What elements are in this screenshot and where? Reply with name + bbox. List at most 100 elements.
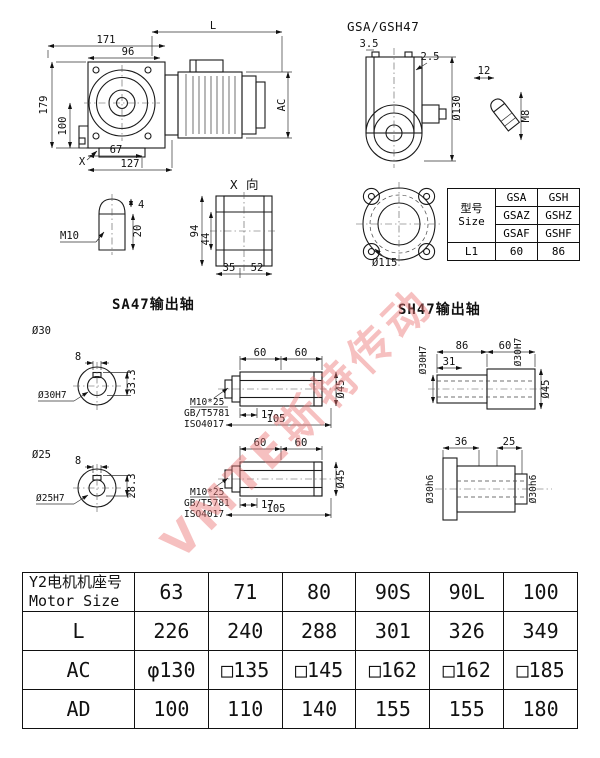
dim-d130: Ø130	[451, 95, 463, 120]
dim-X: X	[79, 156, 86, 168]
AD-value: 155	[429, 689, 505, 729]
dim-171: 171	[97, 34, 116, 46]
size-table-row: L1 60 86	[447, 242, 580, 261]
sa47-shaft2-dim60a: 60	[254, 437, 267, 449]
x-view-title: X 向	[230, 177, 259, 192]
sa47-shaft2-bolt3: ISO4017	[184, 509, 224, 520]
size-table: 型号 Size GSA GSH GSAZ GSHZ GSAF GSHF L1 6…	[447, 188, 580, 261]
size-cell-gshf: GSHF	[537, 224, 580, 243]
label-m10: M10	[60, 230, 79, 242]
dim-20: 20	[132, 225, 144, 238]
L-value: 326	[429, 611, 505, 651]
side-view-title: GSA/GSH47	[347, 19, 419, 34]
motor-size-value: 100	[503, 572, 578, 612]
sh47-dim31: 31	[443, 356, 456, 368]
sa47-bore30-fit: Ø30H7	[38, 390, 67, 401]
sa47-shaft1-dim105: 105	[267, 413, 286, 425]
table-row-L: L 226 240 288 301 326 349	[22, 611, 578, 651]
dim-67: 67	[110, 144, 123, 156]
sa47-shaft-view-2: 60 60 17 105 Ø45 M10*25 GB/T5781 ISO4017	[184, 437, 347, 520]
m10-bolt-detail: 4 20 M10	[60, 194, 144, 255]
sa47-bore25-fit: Ø25H7	[36, 493, 65, 504]
row-label-AD: AD	[22, 689, 135, 729]
size-cell-l1-gsh: 86	[537, 242, 580, 261]
front-view-dimensions: L 171 96 179 100 AC 67 X 127	[38, 20, 292, 173]
sa47-bore25-keyw: 8	[75, 455, 81, 467]
sh47-dim25: 25	[503, 436, 516, 448]
sa47-bore30-label: Ø30	[32, 325, 51, 337]
dim-127: 127	[121, 158, 140, 170]
sa47-shaft-view-1: 60 60 17 105 Ø45 M10*25 GB/T5781 ISO4017	[184, 347, 347, 430]
size-table-row: 型号 Size GSA GSH	[447, 188, 580, 243]
sa47-shaft1-dim60b: 60	[295, 347, 308, 359]
motor-size-value: 90S	[355, 572, 431, 612]
dim-d115: Ø115	[372, 257, 397, 269]
sa47-shaft1-bolt3: ISO4017	[184, 419, 224, 430]
dim-4: 4	[138, 199, 144, 211]
dim-96: 96	[122, 46, 135, 58]
sa47-shaft1-bolt1: M10*25	[190, 397, 224, 408]
L-value: 349	[503, 611, 578, 651]
AD-value: 180	[503, 689, 578, 729]
sh47-fit-right: Ø30H7	[513, 338, 524, 367]
sh47-section: SH47输出轴 86 60 31 Ø30H7 Ø30H7 Ø45 36	[398, 301, 552, 521]
motor-size-header-cell: Y2电机机座号 Motor Size	[22, 572, 135, 612]
sa47-shaft2-dim60b: 60	[295, 437, 308, 449]
sa47-bore25-label: Ø25	[32, 449, 51, 461]
sh47-fit-left2: Ø30h6	[425, 474, 436, 503]
table-row-motor-size: Y2电机机座号 Motor Size 63 71 80 90S 90L 100	[22, 572, 578, 612]
AC-value: □185	[503, 650, 578, 690]
size-cell-gsa: GSA	[495, 188, 538, 207]
L-value: 301	[355, 611, 431, 651]
sa47-shaft2-bolt1: M10*25	[190, 487, 224, 498]
sh47-fit-left: Ø30H7	[418, 346, 429, 375]
AD-value: 140	[281, 689, 357, 729]
dim-179: 179	[38, 96, 50, 115]
size-cell-l1-gsa: 60	[495, 242, 538, 261]
AD-value: 100	[134, 689, 209, 729]
sa47-bore25-keyh: 28.3	[126, 473, 138, 498]
sa47-shaft1-d45: Ø45	[335, 380, 347, 399]
size-table-header-cn: 型号	[460, 201, 483, 215]
L-value: 226	[134, 611, 209, 651]
size-cell-l1-label: L1	[447, 242, 496, 261]
dim-L: L	[210, 20, 216, 32]
m8-bolt-detail: 12 M8	[473, 65, 532, 141]
AC-value: □145	[281, 650, 357, 690]
dim-94: 94	[189, 225, 201, 238]
sa47-bore30-keyh: 33.3	[126, 369, 138, 394]
sh47-d45: Ø45	[540, 380, 552, 399]
dim-44: 44	[200, 233, 212, 246]
motor-size-value: 80	[281, 572, 357, 612]
dim-3-5: 3.5	[360, 38, 379, 50]
sa47-shaft2-dim17: 17	[261, 499, 274, 511]
AC-value: □162	[355, 650, 431, 690]
size-cell-gsh: GSH	[537, 188, 580, 207]
side-view: GSA/GSH47 3.5 2.5 Ø130	[347, 19, 463, 168]
technical-drawing: L 171 96 179 100 AC 67 X 127	[32, 19, 552, 521]
size-cell-gsaf: GSAF	[495, 224, 538, 243]
motor-size-table: Y2电机机座号 Motor Size 63 71 80 90S 90L 100 …	[22, 572, 578, 729]
L-value: 288	[281, 611, 357, 651]
dim-M8: M8	[520, 110, 532, 123]
sh47-dim60: 60	[499, 340, 512, 352]
L-value: 240	[207, 611, 283, 651]
AC-value: □135	[207, 650, 283, 690]
sa47-section: SA47输出轴 Ø30 8 33.3 Ø30H7 Ø25	[32, 296, 195, 512]
AD-value: 155	[355, 689, 431, 729]
sh47-dim86: 86	[456, 340, 469, 352]
dim-35: 35	[223, 262, 236, 274]
size-table-header-cell: 型号 Size	[447, 188, 496, 243]
sh47-fit-right2: Ø30h6	[528, 474, 539, 503]
dim-12: 12	[478, 65, 491, 77]
row-label-AC: AC	[22, 650, 135, 690]
sh47-dim36: 36	[455, 436, 468, 448]
x-direction-view: X 向 94 44 35 52	[189, 177, 278, 278]
sa47-shaft2-bolt2: GB/T5781	[184, 498, 230, 509]
sa47-shaft1-bolt2: GB/T5781	[184, 408, 230, 419]
dim-AC: AC	[276, 99, 288, 112]
AC-value: φ130	[134, 650, 209, 690]
AD-value: 110	[207, 689, 283, 729]
sa47-title: SA47输出轴	[112, 296, 195, 313]
